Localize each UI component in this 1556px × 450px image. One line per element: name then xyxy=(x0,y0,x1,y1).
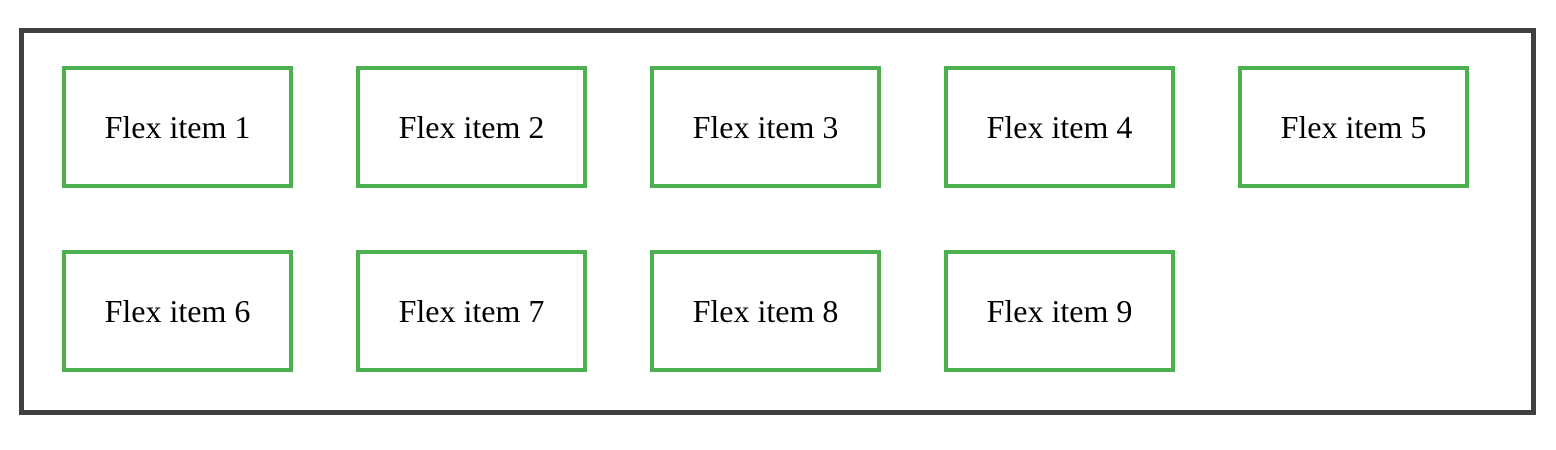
flex-item: Flex item 5 xyxy=(1238,66,1469,188)
flex-item: Flex item 6 xyxy=(62,250,293,372)
flex-item: Flex item 9 xyxy=(944,250,1175,372)
flex-item: Flex item 7 xyxy=(356,250,587,372)
flex-item: Flex item 1 xyxy=(62,66,293,188)
flex-item: Flex item 3 xyxy=(650,66,881,188)
flex-item: Flex item 8 xyxy=(650,250,881,372)
flex-item: Flex item 4 xyxy=(944,66,1175,188)
flex-container: Flex item 1 Flex item 2 Flex item 3 Flex it… xyxy=(19,28,1536,415)
flex-item: Flex item 2 xyxy=(356,66,587,188)
